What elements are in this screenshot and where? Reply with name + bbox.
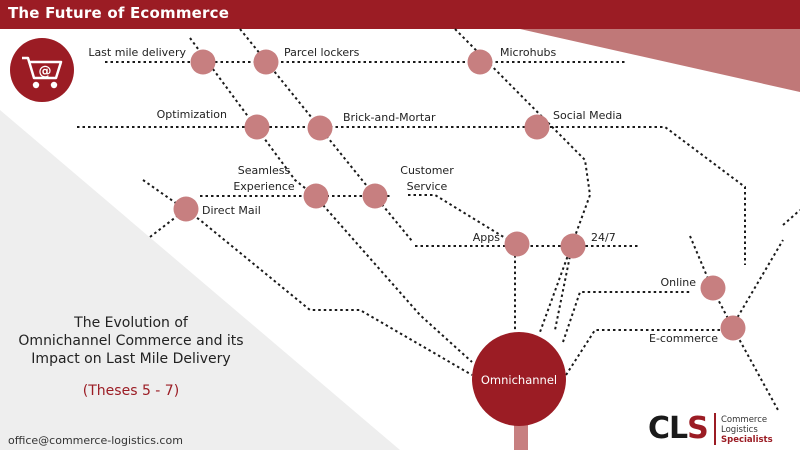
station-247[interactable] [560, 233, 586, 259]
station-seamless-experience[interactable] [303, 183, 329, 209]
headline-line-2: Omnichannel Commerce and its [18, 333, 244, 349]
cls-logo: CLS Commerce Logistics Specialists [648, 410, 798, 448]
headline: The Evolution of Omnichannel Commerce an… [0, 314, 262, 368]
station-parcel-lockers[interactable] [253, 49, 279, 75]
contact-email[interactable]: office@commerce-logistics.com [8, 434, 183, 447]
background-light-wedge [0, 110, 400, 450]
label-optimization: Optimization [157, 108, 227, 121]
label-microhubs: Microhubs [500, 46, 557, 59]
label-247: 24/7 [591, 231, 616, 244]
theses-subline: (Theses 5 - 7) [82, 383, 180, 399]
label-direct-mail: Direct Mail [202, 204, 261, 217]
logo-text: Commerce Logistics Specialists [721, 415, 773, 445]
line-right-edge [782, 209, 800, 226]
line-ecommerce [565, 239, 784, 376]
station-online[interactable] [700, 275, 726, 301]
label-seamless-line2: Experience [233, 180, 295, 193]
station-brick-and-mortar[interactable] [307, 115, 333, 141]
label-last-mile-delivery: Last mile delivery [88, 46, 186, 59]
station-optimization[interactable] [244, 114, 270, 140]
line-247 [554, 245, 573, 331]
header-title: The Future of Ecommerce [8, 4, 230, 22]
headline-line-3: Impact on Last Mile Delivery [31, 351, 231, 367]
line-online [689, 235, 779, 411]
station-direct-mail[interactable] [173, 196, 199, 222]
line-online-2 [562, 291, 690, 343]
cls-logo-mark: CLS [648, 410, 709, 448]
hub-stem [514, 425, 528, 450]
station-last-mile-delivery[interactable] [190, 49, 216, 75]
station-customer-service[interactable] [362, 183, 388, 209]
label-seamless-line1: Seamless [238, 164, 291, 177]
station-microhubs[interactable] [467, 49, 493, 75]
omnichannel-hub-label: Omnichannel [481, 373, 557, 387]
shopping-cart-icon: @ [10, 38, 74, 102]
logo-line-1: Commerce [721, 415, 768, 425]
label-ecommerce: E-commerce [649, 332, 718, 345]
logo-separator [714, 413, 716, 445]
label-customer-line1: Customer [400, 164, 454, 177]
station-apps[interactable] [504, 231, 530, 257]
logo-mark-s: S [687, 411, 709, 446]
logo-mark-cl: CL [648, 411, 688, 446]
line-direct-mail-2 [149, 209, 186, 238]
station-social-media[interactable] [524, 114, 550, 140]
label-social-media: Social Media [553, 109, 622, 122]
headline-line-1: The Evolution of [74, 315, 188, 331]
line-diagonal-c [454, 28, 592, 333]
line-row-2 [77, 126, 746, 265]
cart-at-symbol: @ [39, 64, 52, 79]
label-parcel-lockers: Parcel lockers [284, 46, 360, 59]
label-apps: Apps [473, 231, 500, 244]
label-brick-and-mortar: Brick-and-Mortar [343, 111, 436, 124]
logo-line-2: Logistics [721, 425, 758, 435]
label-online: Online [661, 276, 697, 289]
line-apps [408, 194, 516, 330]
station-ecommerce[interactable] [720, 315, 746, 341]
header-bar [0, 0, 800, 29]
label-customer-line2: Service [407, 180, 448, 193]
logo-line-3: Specialists [721, 435, 773, 445]
background-red-band [520, 29, 800, 92]
omnichannel-hub[interactable] [472, 332, 566, 426]
